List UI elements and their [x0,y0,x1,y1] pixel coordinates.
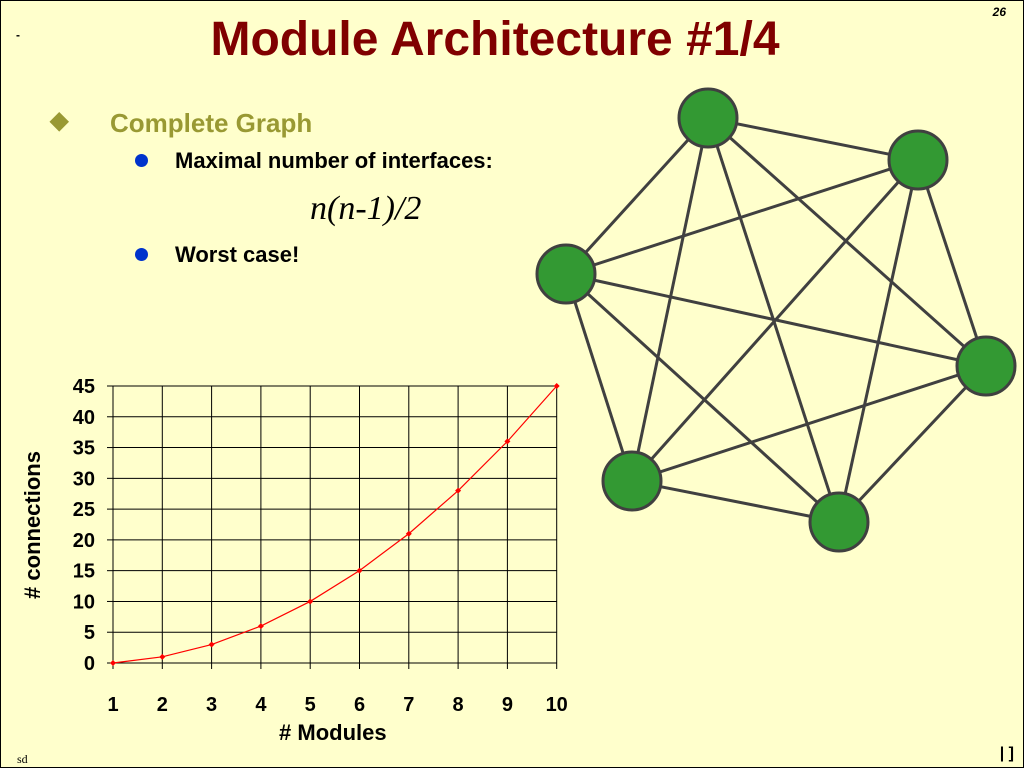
footer-right-mark: | ] [999,745,1014,762]
chart-data-point [405,530,412,537]
chart-data-point [356,567,363,574]
x-tick-label: 3 [206,694,217,716]
y-axis-title: # connections [20,451,45,599]
graph-node [808,491,870,553]
corner-mark: - [16,28,20,42]
graph-edge [564,272,841,524]
graph-node [955,335,1017,397]
graph-edge [564,116,710,276]
graph-node [677,87,739,149]
graph-node [887,129,949,191]
y-tick-label: 15 [73,561,95,583]
graph-edge [630,117,710,482]
bullet-text: Complete Graph [110,108,313,138]
chart-data-point [455,487,462,494]
bullet-text: Worst case! [175,242,300,267]
footer-left-text: sd [17,752,28,766]
round-bullet-icon [135,248,148,261]
y-tick-label: 25 [73,499,95,521]
x-tick-label: 5 [305,694,316,716]
graph-edge [565,158,919,276]
y-tick-label: 20 [73,530,95,552]
bullet-text: Maximal number of interfaces: [175,148,493,173]
graph-node [601,450,663,512]
x-tick-label: 8 [453,694,464,716]
graph-edge [631,364,987,483]
x-tick-label: 4 [255,694,267,716]
chart-data-point [504,438,511,445]
x-tick-label: 1 [107,694,118,716]
slide-title: Module Architecture #1/4 [210,13,780,66]
graph-edge [565,272,987,368]
slide-number: 26 [992,5,1006,19]
x-tick-label: 7 [403,694,414,716]
chart-series-line [112,385,558,664]
graph-edge [707,116,987,368]
y-tick-label: 10 [73,591,95,613]
chart-data-point [208,641,215,648]
x-tick-label: 9 [502,694,513,716]
y-tick-label: 45 [73,376,95,398]
x-tick-label: 10 [546,694,568,716]
graph-edge [707,116,919,162]
chart-data-point [159,653,166,660]
y-tick-label: 30 [73,468,95,490]
chart-data-point [553,383,560,389]
graph-edge [631,479,840,524]
y-tick-label: 35 [73,438,95,460]
diamond-bullet-icon: ◆ [50,107,69,134]
graph-edge [916,159,988,367]
y-tick-label: 0 [84,653,95,675]
graph-edge [837,364,988,524]
graph-node [535,243,597,305]
formula: n(n-1)/2 [310,190,422,227]
round-bullet-icon [135,154,148,167]
y-tick-label: 5 [84,622,95,644]
chart-data-point [110,660,116,666]
y-tick-label: 40 [73,407,95,429]
x-tick-label: 2 [157,694,168,716]
chart-data-point [257,623,264,630]
graph-edge [564,273,634,482]
x-tick-label: 6 [354,694,365,716]
chart-data-point [307,598,314,605]
x-axis-title: # Modules [279,720,387,745]
